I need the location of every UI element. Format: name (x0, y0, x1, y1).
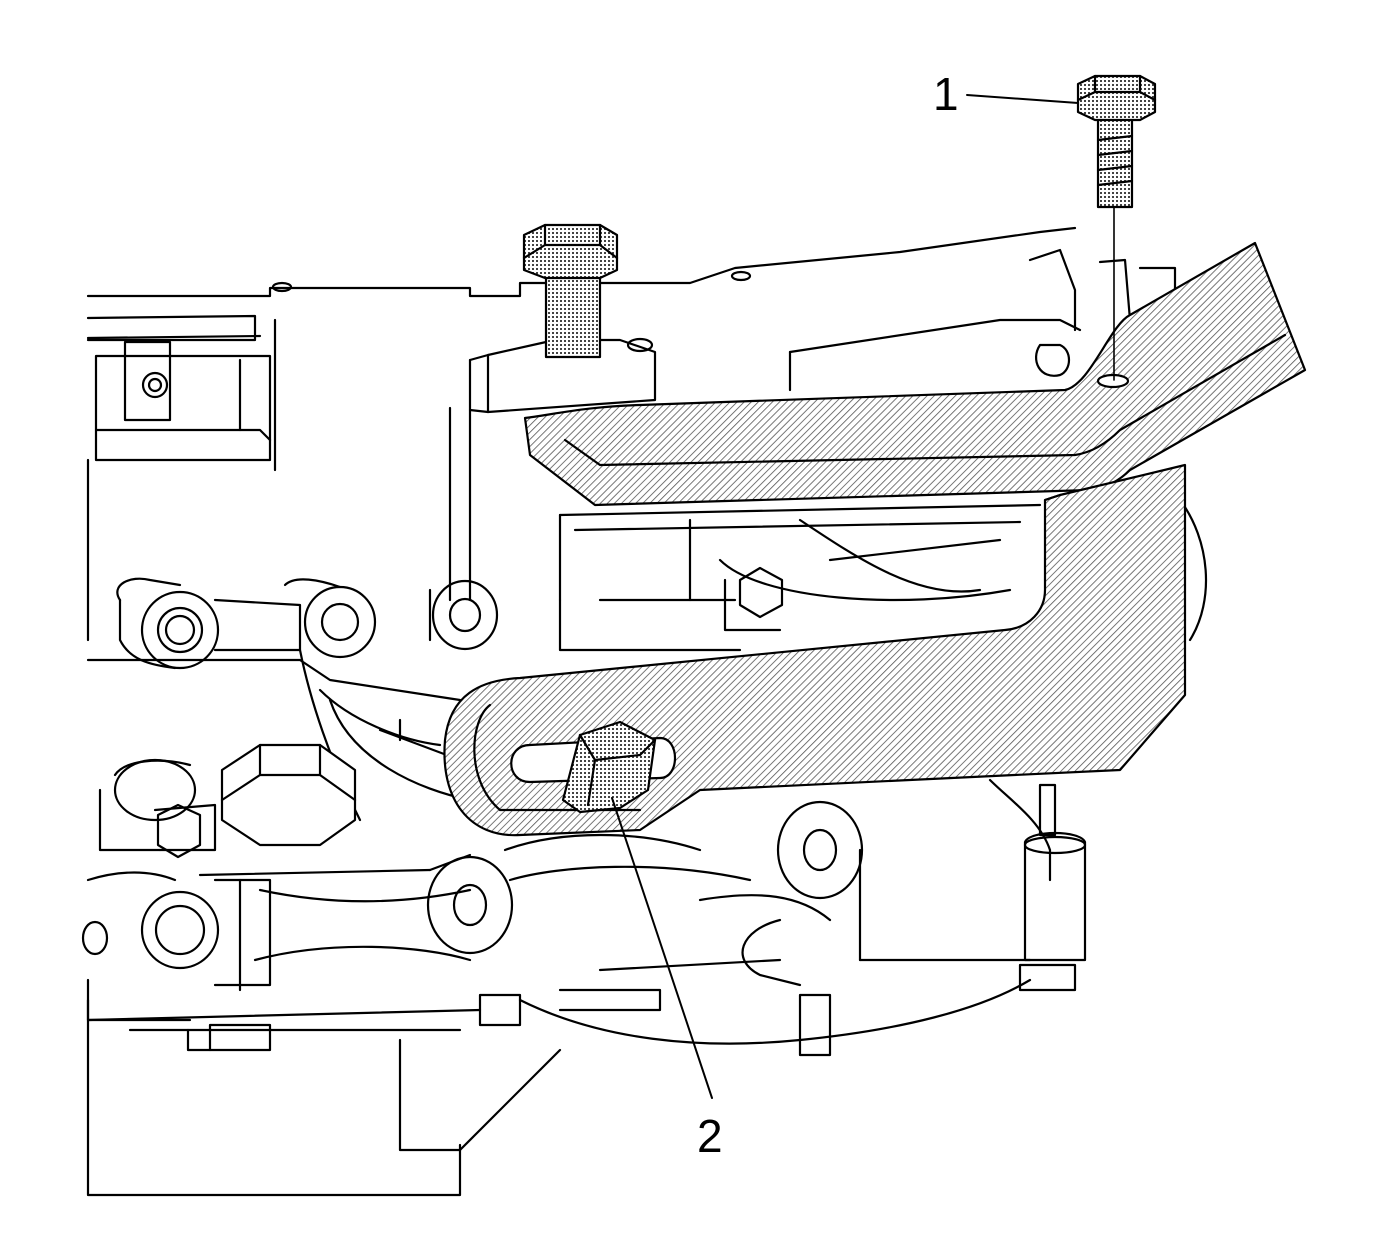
callout-2-label: 2 (697, 1110, 723, 1162)
leader-line-1 (966, 94, 1079, 104)
engine-housing (81, 226, 1208, 1197)
callout-1-label: 1 (933, 68, 959, 120)
leader-line-2 (611, 797, 713, 1099)
bolt-1 (1076, 74, 1157, 381)
bolt-2 (561, 720, 657, 814)
callout-leaders (611, 94, 1079, 1099)
bolt-installed-upper (522, 223, 619, 359)
